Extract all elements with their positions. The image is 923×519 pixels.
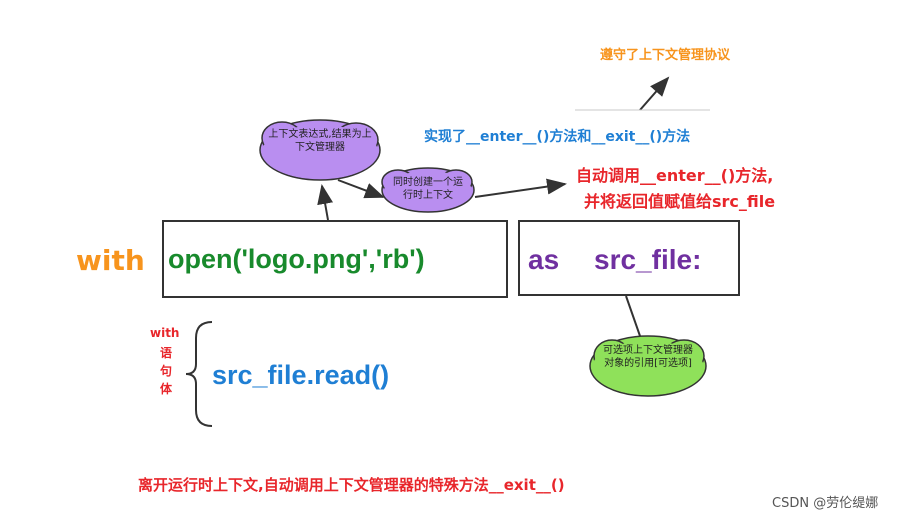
expression-code: open('logo.png','rb') (168, 244, 425, 274)
runtime-cloud (381, 167, 475, 213)
arrow-to-optional-cloud (625, 295, 641, 337)
arrow-to-protocol (639, 76, 670, 111)
target-box (518, 220, 740, 296)
implements-note: 实现了__enter__()方法和__exit__()方法 (424, 129, 691, 145)
auto-enter-note-line2: 并将返回值赋值给src_file (584, 192, 776, 211)
body-label-with: with (150, 326, 180, 340)
as-keyword: as (528, 244, 560, 275)
arrow-to-expression-cloud (317, 184, 334, 221)
arrow-to-auto-enter (474, 178, 567, 198)
body-brace (185, 321, 213, 427)
watermark: CSDN @劳伦缇娜 (772, 496, 879, 511)
with-keyword: with (76, 244, 145, 277)
auto-enter-note-line1: 自动调用__enter__()方法, (576, 166, 774, 185)
expression-cloud-text: 上下文表达式,结果为上下文管理器 (268, 129, 372, 153)
body-code: src_file.read() (212, 360, 390, 390)
protocol-note: 遵守了上下文管理协议 (600, 48, 731, 63)
body-label-char1: 语 (160, 346, 173, 360)
body-label-char2: 句 (160, 364, 173, 378)
expression-cloud (259, 119, 381, 181)
target-variable: src_file: (594, 244, 702, 275)
arrow-to-runtime-cloud (337, 179, 385, 199)
body-label-char3: 体 (160, 382, 173, 396)
exit-note: 离开运行时上下文,自动调用上下文管理器的特殊方法__exit__() (138, 476, 565, 494)
optional-cloud (589, 335, 707, 397)
runtime-cloud-text: 同时创建一个运行时上下文 (393, 177, 463, 201)
optional-cloud-text: 可选项上下文管理器对象的引用[可选项] (603, 345, 693, 369)
expression-box (162, 220, 508, 298)
